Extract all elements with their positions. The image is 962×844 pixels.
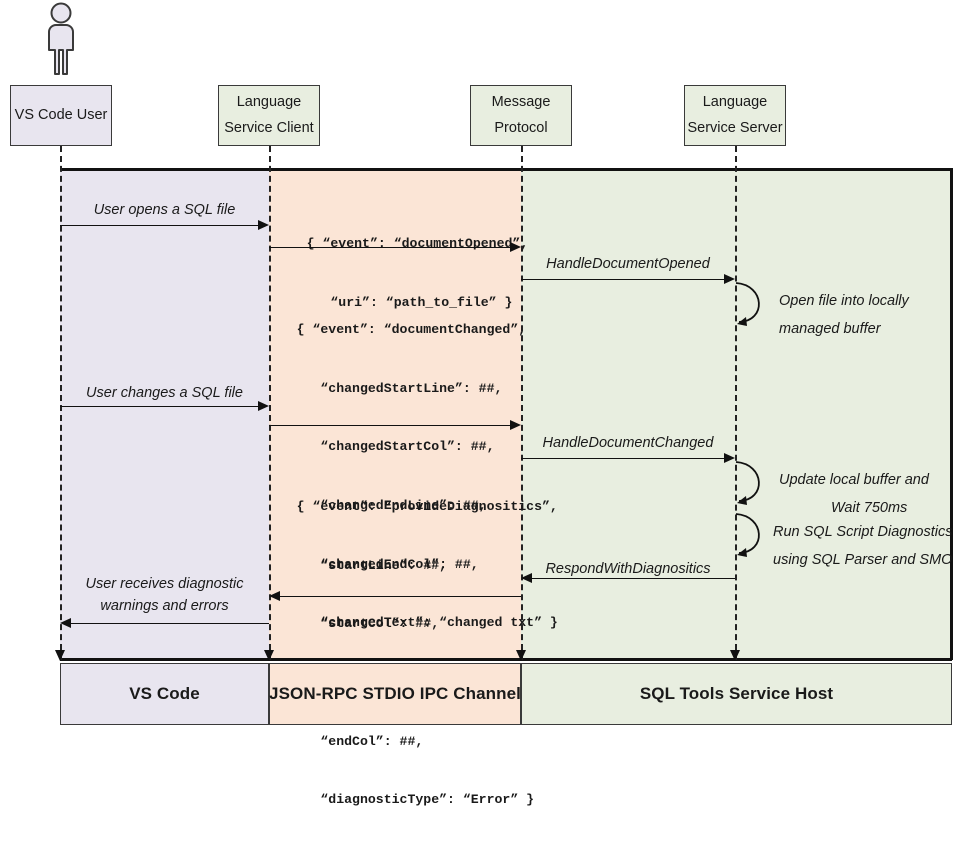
message-arrow-client-to-protocol-opened <box>269 247 510 248</box>
message-label-line2: warnings and errors <box>100 598 229 615</box>
person-glyph <box>48 2 74 75</box>
band-json-rpc-stdio <box>269 170 521 660</box>
payload-line: { “event”: “provideDiagnositics”, <box>296 499 558 515</box>
band-right-border <box>950 168 953 660</box>
arrowhead-user-opens-sql-file <box>258 219 269 230</box>
footer-label-json-rpc-stdio: JSON-RPC STDIO IPC Channel <box>269 684 521 703</box>
payload-provide-diagnositics: { “event”: “provideDiagnositics”, “start… <box>265 463 558 844</box>
footer-band-vs-code: VS Code <box>60 663 269 725</box>
note-line1: Run SQL Script Diagnostics <box>773 524 953 540</box>
participant-label-line1: Language <box>702 94 768 111</box>
message-label-respond-with-diagnositics: RespondWithDiagnositics <box>545 561 711 577</box>
message-arrow-respond-with-diagnositics <box>532 578 735 579</box>
participant-message-protocol[interactable]: Message Protocol <box>470 85 572 146</box>
payload-line: “changedEndLine”: ##, <box>296 498 487 514</box>
participant-language-service-client[interactable]: Language Service Client <box>218 85 320 146</box>
band-top-border <box>60 168 952 171</box>
message-arrow-client-to-protocol-changed <box>269 425 510 426</box>
self-loop-run-diagnostics <box>735 512 779 563</box>
arrowhead-terminator-language-service-server <box>729 650 740 661</box>
footer-label-vs-code: VS Code <box>129 684 200 703</box>
message-arrow-handle-document-opened <box>521 279 724 280</box>
participant-label-line2: Service Server <box>687 119 783 136</box>
message-label-user-receives-diagnostics: User receives diagnostic warnings and er… <box>60 573 269 618</box>
self-loop-arc-icon <box>735 282 760 326</box>
arrowhead-handle-document-changed <box>724 452 735 463</box>
note-line1: Open file into locally <box>779 293 909 309</box>
arrowhead-client-to-protocol-opened <box>510 241 521 252</box>
payload-line: “diagnosticType”: “Error” } <box>296 792 535 808</box>
band-bottom-border <box>60 658 952 661</box>
note-line1: Update local buffer and <box>779 472 929 488</box>
payload-line: “changedEndCol”: ##, <box>296 556 479 572</box>
message-arrow-user-receives-diagnostics <box>71 623 269 624</box>
payload-line: “changedStartCol”: ##, <box>296 439 495 455</box>
payload-line: { “event”: “documentChanged”, <box>296 322 527 338</box>
arrowhead-respond-with-diagnositics <box>521 572 532 583</box>
participant-label-line1: Message <box>491 94 551 111</box>
message-label-user-opens-sql-file: User opens a SQL file <box>93 202 236 218</box>
message-label-handle-document-changed: HandleDocumentChanged <box>542 435 714 451</box>
payload-line: “uri”: “path_to_file” } <box>306 294 513 310</box>
note-open-file-into-buffer: Open file into locally managed buffer <box>779 288 909 343</box>
note-line2: managed buffer <box>779 320 881 337</box>
lifeline-language-service-client <box>269 146 271 660</box>
arrowhead-user-changes-sql-file <box>258 400 269 411</box>
note-line2: Wait 750ms <box>831 499 908 516</box>
note-line2: using SQL Parser and SMO <box>773 551 953 568</box>
self-loop-arc-icon <box>735 461 760 505</box>
message-arrow-handle-document-changed <box>521 458 724 459</box>
footer-band-sql-tools-host: SQL Tools Service Host <box>521 663 952 725</box>
footer-band-json-rpc-stdio: JSON-RPC STDIO IPC Channel <box>269 663 521 725</box>
participant-label-line1: VS Code User <box>14 106 108 123</box>
self-loop-arc-icon <box>735 513 760 557</box>
participant-label-line2: Service Client <box>224 119 314 136</box>
note-run-sql-script-diagnostics: Run SQL Script Diagnostics using SQL Par… <box>773 519 952 574</box>
self-loop-open-file <box>735 281 779 332</box>
arrowhead-terminator-message-protocol <box>515 650 526 661</box>
lifeline-language-service-server <box>735 146 737 660</box>
participant-label-line2: Protocol <box>494 119 548 136</box>
arrowhead-protocol-to-client <box>269 590 280 601</box>
message-label-line1: User receives diagnostic <box>85 576 244 592</box>
message-label-user-changes-sql-file: User changes a SQL file <box>86 385 243 401</box>
payload-line: { “event”: “documentOpened”, <box>306 236 529 252</box>
message-arrow-user-changes-sql-file <box>60 406 259 407</box>
arrowhead-handle-document-opened <box>724 273 735 284</box>
actor-person-icon <box>36 2 86 81</box>
payload-document-changed: { “event”: “documentChanged”, “changedSt… <box>265 286 558 667</box>
message-arrow-user-opens-sql-file <box>60 225 259 226</box>
lifeline-vs-code-user <box>60 146 62 660</box>
arrowhead-user-receives-diagnostics <box>60 617 71 628</box>
lifeline-message-protocol <box>521 146 523 660</box>
arrowhead-terminator-vs-code-user <box>54 650 65 661</box>
participant-label-line1: Language <box>236 94 302 111</box>
footer-label-sql-tools-host: SQL Tools Service Host <box>639 684 834 703</box>
arrowhead-client-to-protocol-changed <box>510 419 521 430</box>
payload-line: “startLine”: ##, <box>296 557 448 573</box>
band-vs-code <box>60 170 269 660</box>
message-arrow-protocol-to-client <box>280 596 521 597</box>
self-loop-update-buffer <box>735 460 779 511</box>
payload-line: “changedText”: “changed txt” } <box>296 615 558 631</box>
note-update-local-buffer: Update local buffer and Wait 750ms <box>779 467 929 522</box>
participant-vs-code-user[interactable]: VS Code User <box>10 85 112 146</box>
message-label-handle-document-opened: HandleDocumentOpened <box>546 256 710 272</box>
arrowhead-terminator-language-service-client <box>263 650 274 661</box>
payload-line: “endCol”: ##, <box>296 733 424 749</box>
payload-line: “startCol”: ##, <box>296 616 440 632</box>
participant-language-service-server[interactable]: Language Service Server <box>684 85 786 146</box>
payload-line: “changedStartLine”: ##, <box>296 380 503 396</box>
sequence-diagram-canvas: VS Code User Language Service Client Mes… <box>10 2 953 807</box>
